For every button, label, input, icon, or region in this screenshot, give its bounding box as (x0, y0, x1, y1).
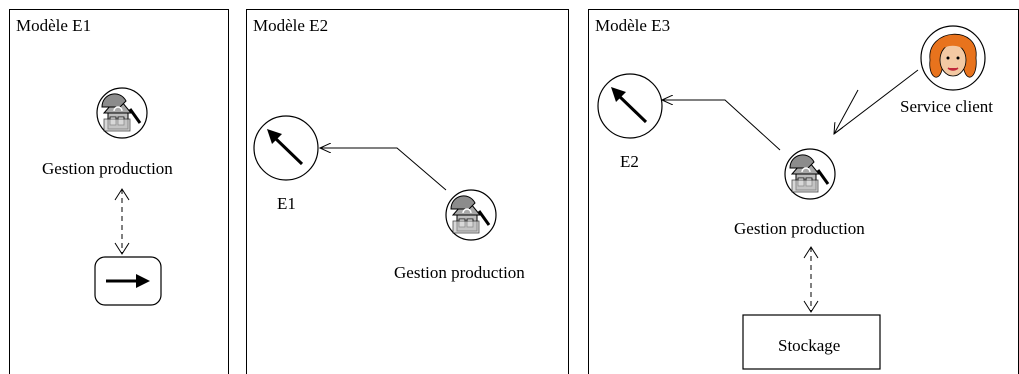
dependency-link (662, 100, 781, 151)
up-left-arrow-icon (252, 114, 320, 182)
panel-title: Modèle E3 (595, 16, 671, 35)
panel-model-e1: Modèle E1 (9, 9, 229, 374)
target-label: E2 (620, 152, 639, 171)
production-label: Gestion production (42, 159, 173, 178)
right-arrow-icon (94, 256, 162, 306)
storage-box (742, 314, 881, 370)
production-label: Gestion production (734, 219, 865, 238)
target-label: E1 (277, 194, 296, 213)
panel-title: Modèle E1 (16, 16, 92, 35)
client-link (834, 89, 859, 134)
production-icon (95, 86, 149, 140)
panel-model-e2: Modèle E2 (246, 9, 569, 374)
client-label: Service client (900, 97, 993, 116)
up-left-arrow-icon (596, 72, 664, 140)
storage-label: Stockage (778, 336, 841, 355)
dependency-link (320, 148, 447, 191)
person-face-icon (920, 25, 986, 91)
production-icon (444, 188, 498, 242)
production-icon (783, 147, 837, 201)
client-link-top (833, 69, 919, 135)
production-label: Gestion production (394, 263, 525, 282)
panel-title: Modèle E2 (253, 16, 329, 35)
